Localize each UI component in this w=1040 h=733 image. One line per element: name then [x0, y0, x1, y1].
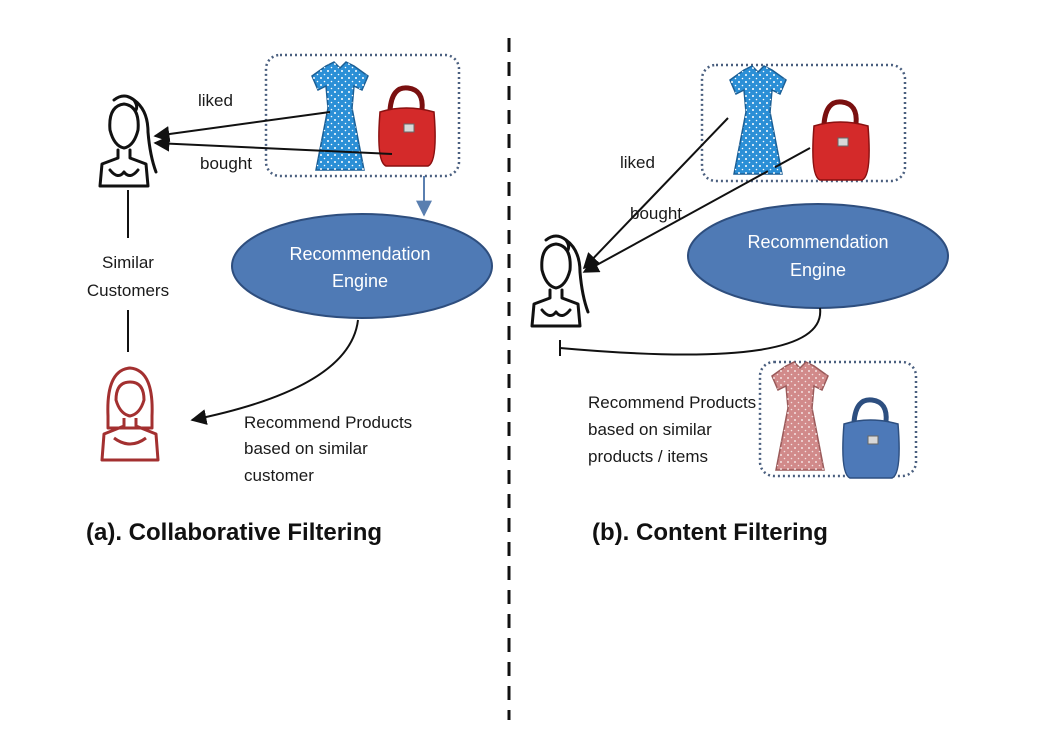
- recommend-arrow: [559, 307, 822, 356]
- liked-arrow: [153, 111, 331, 142]
- recommend-text-line3: products / items: [588, 447, 708, 466]
- handbag-icon: [842, 397, 900, 479]
- engine-label-line1: Recommendation: [747, 232, 888, 252]
- bought-arrow: [153, 135, 393, 155]
- content-title: (b). Content Filtering: [592, 519, 828, 546]
- similar-label-line2: Customers: [87, 281, 169, 300]
- dress-icon: [771, 361, 829, 471]
- dress-icon: [311, 61, 369, 171]
- customer-icon: [98, 94, 158, 188]
- liked-label: liked: [198, 91, 233, 110]
- similar-customer-icon: [100, 366, 160, 462]
- engine-label-line1: Recommendation: [289, 244, 430, 264]
- engine-label-line2: Engine: [790, 260, 846, 280]
- recommendation-engine-node: [231, 213, 493, 319]
- collaborative-title: (a). Collaborative Filtering: [86, 519, 382, 546]
- recommend-text-line2: based on similar: [244, 439, 368, 458]
- recommend-arrow: [190, 319, 359, 425]
- recommendation-engine-node: [687, 203, 949, 309]
- recommend-text-line1: Recommend Products: [588, 393, 756, 412]
- dress-icon: [729, 65, 787, 175]
- liked-products-box: [700, 63, 907, 183]
- recommend-text-line3: customer: [244, 466, 314, 485]
- handbag-icon: [812, 99, 870, 181]
- recommended-products-box: [758, 360, 918, 478]
- bought-label: bought: [200, 154, 252, 173]
- purchased-products-box: [264, 53, 461, 178]
- handbag-icon: [378, 85, 436, 167]
- bought-arrow: [582, 147, 811, 273]
- recommend-text-line1: Recommend Products: [244, 413, 412, 432]
- recommend-text-line2: based on similar: [588, 420, 712, 439]
- customer-icon: [530, 234, 590, 328]
- similar-label-line1: Similar: [102, 253, 154, 272]
- bought-label: bought: [630, 204, 682, 223]
- liked-arrow: [582, 117, 729, 270]
- engine-label-line2: Engine: [332, 271, 388, 291]
- liked-label: liked: [620, 153, 655, 172]
